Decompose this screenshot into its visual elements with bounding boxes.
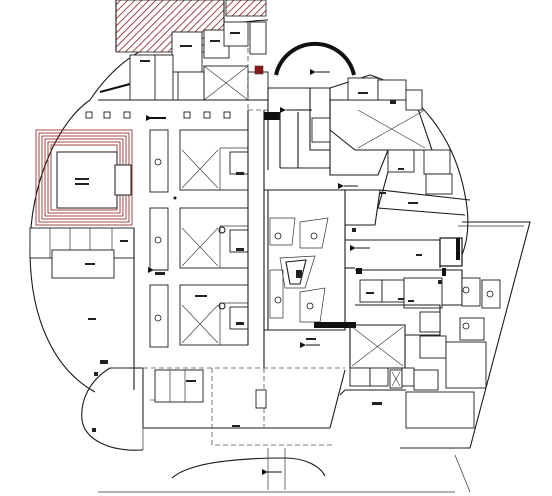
west-rooms (29, 227, 135, 390)
plan-details (155, 192, 442, 340)
north-east-wing (309, 77, 471, 216)
direction-arrows (146, 69, 370, 475)
central-blocks (179, 129, 249, 346)
central-strips (149, 129, 169, 348)
north-wing (98, 21, 269, 111)
north-arch-structure (267, 41, 356, 170)
east-connector (345, 189, 463, 276)
south-west-pavilion (81, 360, 144, 451)
central-corridor (247, 109, 330, 368)
south-dashed-zone (143, 367, 345, 446)
central-courtyard (264, 189, 356, 331)
south-east-wing (339, 269, 501, 429)
amphitheater (35, 111, 231, 226)
